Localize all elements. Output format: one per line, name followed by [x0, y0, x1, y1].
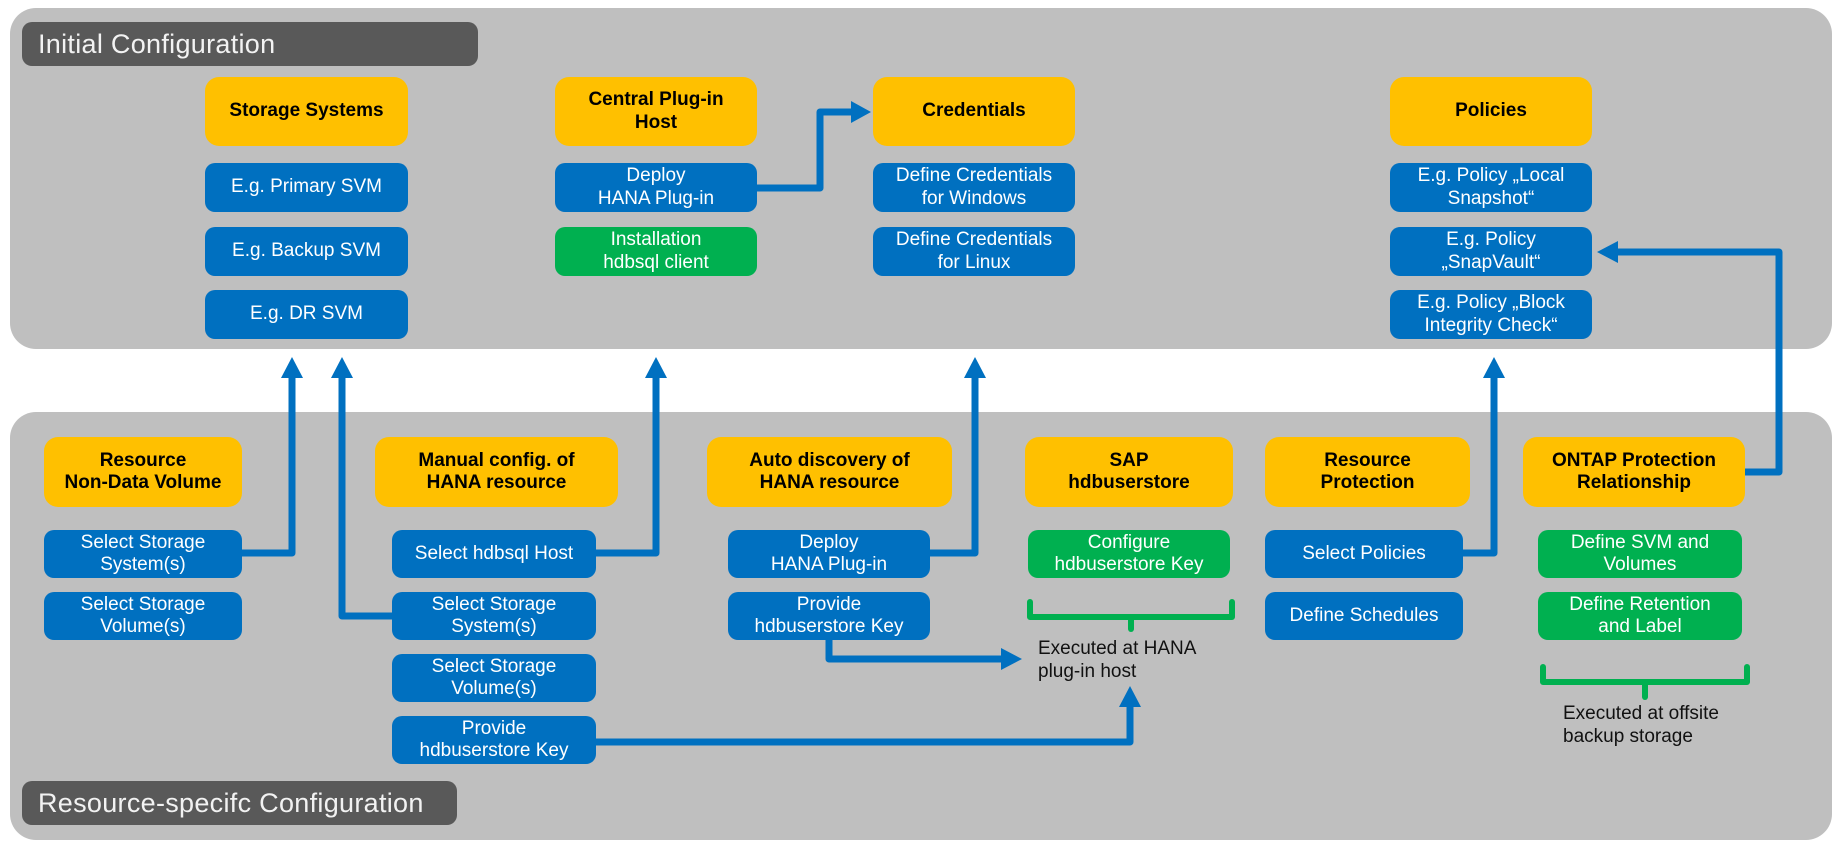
header-central-plugin-host: Central Plug-in Host	[555, 77, 757, 146]
note-executed-at-hana-plugin-host: Executed at HANA plug-in host	[1038, 638, 1197, 683]
box-define-svm-and-volumes: Define SVM and Volumes	[1538, 530, 1742, 578]
box-provide-hdbuserstore-key-b2: Provide hdbuserstore Key	[392, 716, 596, 764]
note-executed-at-offsite-backup-storage: Executed at offsite backup storage	[1563, 703, 1719, 748]
header-resource-protection: Resource Protection	[1265, 437, 1470, 507]
box-policy-local-snapshot: E.g. Policy „Local Snapshot“	[1390, 163, 1592, 212]
box-deploy-hana-plugin-b3: Deploy HANA Plug-in	[728, 530, 930, 578]
box-define-credentials-windows: Define Credentials for Windows	[873, 163, 1075, 212]
header-policies: Policies	[1390, 77, 1592, 146]
box-define-retention-and-label: Define Retention and Label	[1538, 592, 1742, 640]
box-eg-backup-svm: E.g. Backup SVM	[205, 227, 408, 276]
box-deploy-hana-plugin-top: Deploy HANA Plug-in	[555, 163, 757, 212]
box-configure-hdbuserstore-key: Configure hdbuserstore Key	[1028, 530, 1230, 578]
header-resource-non-data-volume: Resource Non-Data Volume	[44, 437, 242, 507]
box-policy-block-integrity-check: E.g. Policy „Block Integrity Check“	[1390, 290, 1592, 339]
box-define-credentials-linux: Define Credentials for Linux	[873, 227, 1075, 276]
header-sap-hdbuserstore: SAP hdbuserstore	[1025, 437, 1233, 507]
box-select-hdbsql-host: Select hdbsql Host	[392, 530, 596, 578]
box-select-storage-volumes-b2: Select Storage Volume(s)	[392, 654, 596, 702]
box-installation-hdbsql-client: Installation hdbsql client	[555, 227, 757, 276]
box-eg-dr-svm: E.g. DR SVM	[205, 290, 408, 339]
header-manual-config-hana-resource: Manual config. of HANA resource	[375, 437, 618, 507]
box-select-storage-systems-b2: Select Storage System(s)	[392, 592, 596, 640]
box-policy-snapvault: E.g. Policy „SnapVault“	[1390, 227, 1592, 276]
box-select-storage-systems-b1: Select Storage System(s)	[44, 530, 242, 578]
box-define-schedules: Define Schedules	[1265, 592, 1463, 640]
box-provide-hdbuserstore-key-b3: Provide hdbuserstore Key	[728, 592, 930, 640]
resource-specific-configuration-title: Resource-specifc Configuration	[22, 781, 457, 825]
section-title-text: Initial Configuration	[38, 28, 276, 59]
box-select-policies: Select Policies	[1265, 530, 1463, 578]
initial-configuration-title: Initial Configuration	[22, 22, 478, 66]
header-storage-systems: Storage Systems	[205, 77, 408, 146]
section-title-text: Resource-specifc Configuration	[38, 787, 424, 818]
header-credentials: Credentials	[873, 77, 1075, 146]
header-auto-discovery-hana-resource: Auto discovery of HANA resource	[707, 437, 952, 507]
box-select-storage-volumes-b1: Select Storage Volume(s)	[44, 592, 242, 640]
box-eg-primary-svm: E.g. Primary SVM	[205, 163, 408, 212]
header-ontap-protection-relationship: ONTAP Protection Relationship	[1523, 437, 1745, 507]
